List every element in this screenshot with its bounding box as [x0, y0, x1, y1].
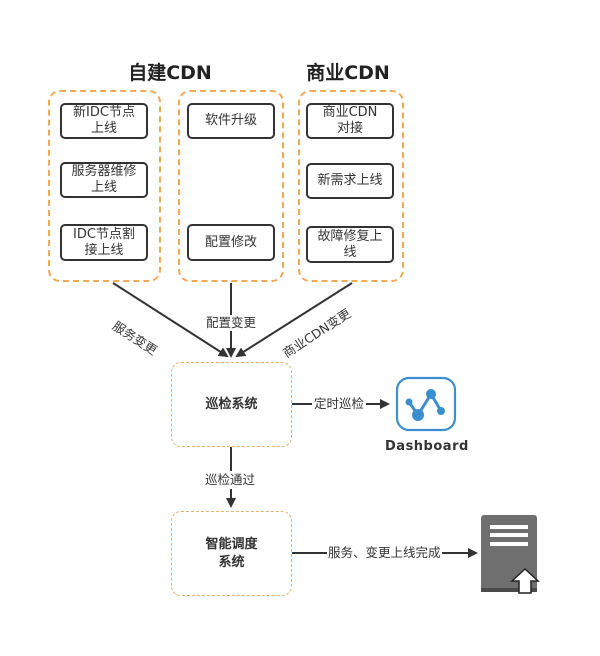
- edge-label-config-change: 配置变更: [205, 315, 258, 331]
- node-software-upgrade: 软件升级: [187, 103, 275, 139]
- node-text-line: 上线: [90, 180, 117, 195]
- node-text-line: 配置修改: [204, 234, 257, 250]
- patrol-system-label: 巡检系统: [205, 396, 258, 412]
- node-text-line: IDC节点割: [73, 226, 135, 242]
- dashboard-chart-icon: [395, 376, 457, 432]
- node-text-line: 上线: [90, 121, 117, 136]
- self-built-group-1: [48, 90, 161, 282]
- node-fault-repair-online: 故障修复上线: [306, 226, 394, 263]
- patrol-system-box: 巡检系统: [171, 362, 292, 447]
- arrow-commercial-cdn-change: [235, 282, 353, 358]
- node-text-line: 故障修复上: [317, 228, 383, 244]
- self-built-cdn-title: 自建CDN: [128, 62, 212, 84]
- commercial-group: [298, 90, 404, 282]
- node-text-line: 服务器维修: [71, 164, 137, 179]
- commercial-cdn-title: 商业CDN: [306, 62, 390, 84]
- edge-label-deploy-complete: 服务、变更上线完成: [327, 545, 442, 561]
- dashboard-label: Dashboard: [385, 439, 469, 454]
- dispatch-system-label-line1: 智能调度: [205, 536, 258, 552]
- node-server-repair-online: 服务器维修上线: [60, 162, 148, 198]
- node-text-line: 新需求上线: [317, 173, 383, 188]
- node-new-requirement-online: 新需求上线: [306, 163, 394, 199]
- server-upload-icon: [481, 515, 540, 594]
- edge-label-patrol-passed: 巡检通过: [204, 471, 257, 489]
- node-text-line: 软件升级: [204, 113, 257, 128]
- edge-label-scheduled-patrol: 定时巡检: [312, 396, 367, 412]
- dispatch-system-label-line2: 系统: [218, 554, 245, 570]
- node-text-line: 商业CDN: [322, 105, 378, 120]
- node-config-modify: 配置修改: [187, 224, 275, 261]
- node-text-line: 新IDC节点: [73, 105, 135, 120]
- node-idc-cutover-online: IDC节点割接上线: [60, 224, 148, 261]
- node-text-line: 线: [343, 244, 357, 260]
- dispatch-system-box: 智能调度 系统: [171, 511, 292, 596]
- arrow-service-change: [112, 282, 229, 358]
- node-text-line: 接上线: [84, 242, 124, 258]
- node-new-idc-online: 新IDC节点上线: [60, 103, 148, 139]
- node-text-line: 对接: [336, 121, 363, 136]
- self-built-group-2: [178, 90, 284, 282]
